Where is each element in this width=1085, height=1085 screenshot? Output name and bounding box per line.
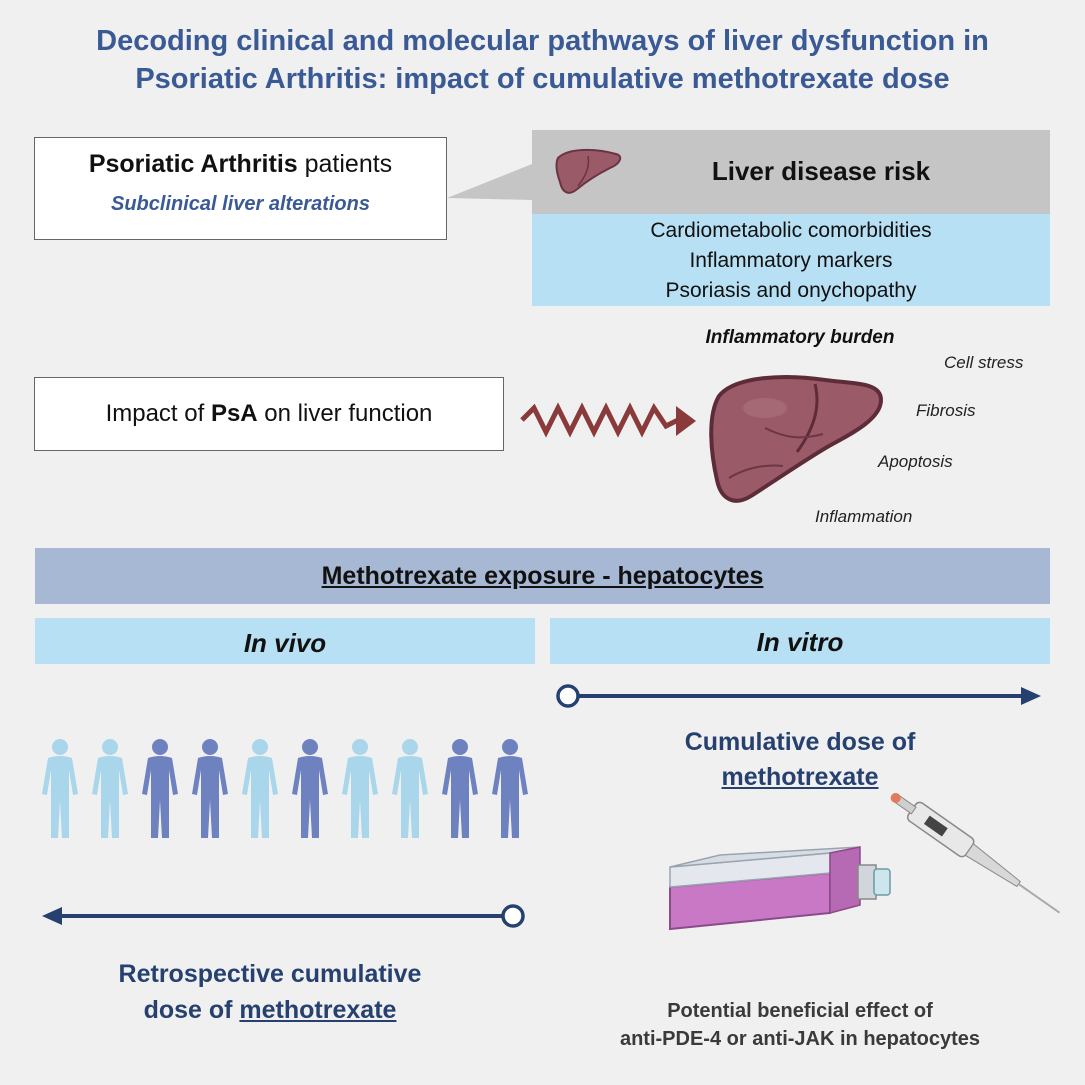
- title-line-2: Psoriatic Arthritis: impact of cumulativ…: [135, 63, 950, 95]
- patients-label-bold: Psoriatic Arthritis: [88, 150, 298, 178]
- patients-label-rest: patients: [297, 150, 393, 178]
- liver-risk-title: Liver disease risk: [711, 156, 931, 186]
- in-vitro-dose-line-1: Cumulative dose of: [684, 728, 916, 756]
- title-line-1: Decoding clinical and molecular pathways…: [96, 25, 989, 57]
- methotrexate-title: Methotrexate exposure - hepatocytes: [321, 562, 764, 590]
- effect-apoptosis: Apoptosis: [878, 452, 953, 471]
- risk-item-psoriasis: Psoriasis and onychopathy: [665, 279, 917, 302]
- figure-title: Decoding clinical and molecular pathways…: [20, 22, 1065, 98]
- in-vivo-dose-line-1: Retrospective cumulative: [118, 960, 422, 988]
- zigzag-arrow-icon: [520, 402, 696, 438]
- person-icon: [492, 739, 528, 838]
- patients-box: [34, 137, 447, 240]
- in-vivo-dose-underlined: methotrexate: [239, 996, 397, 1024]
- patients-subtitle: Subclinical liver alterations: [111, 193, 370, 215]
- impact-label: Impact of PsA on liver function: [34, 400, 504, 428]
- methotrexate-header-bar: [35, 548, 1050, 604]
- in-vitro-bar: [550, 618, 1050, 664]
- in-vitro-note-line-1: Potential beneficial effect of: [667, 1000, 933, 1022]
- in-vitro-note: Potential beneficial effect of anti-PDE-…: [550, 997, 1050, 1053]
- risk-item-inflammatory: Inflammatory markers: [689, 249, 893, 272]
- person-icon: [42, 739, 78, 838]
- in-vitro-dose-arrow: [556, 684, 1041, 708]
- impact-box: [34, 377, 504, 451]
- liver-risk-body: [532, 214, 1050, 306]
- person-icon: [242, 739, 278, 838]
- person-icon: [92, 739, 128, 838]
- in-vitro-note-line-2: anti-PDE-4 or anti-JAK in hepatocytes: [619, 1028, 981, 1050]
- person-icon: [192, 739, 228, 838]
- person-icon: [392, 739, 428, 838]
- risk-item-cardiometabolic: Cardiometabolic comorbidities: [650, 219, 932, 242]
- in-vivo-label: In vivo: [243, 628, 327, 658]
- person-icon: [142, 739, 178, 838]
- in-vivo-bar: [35, 618, 535, 664]
- liver-risk-header: [532, 130, 1050, 214]
- in-vitro-label: In vitro: [756, 627, 844, 657]
- patient-cohort-icons: [42, 739, 528, 838]
- in-vivo-dose-arrow: [42, 904, 525, 928]
- impact-bold: PsA: [210, 400, 258, 427]
- patients-label: Psoriatic Arthritis patients: [34, 150, 447, 179]
- person-icon: [342, 739, 378, 838]
- in-vivo-dose-line-2: dose of methotrexate: [30, 996, 510, 1025]
- inflammatory-burden-label: Inflammatory burden: [705, 327, 895, 348]
- person-icon: [292, 739, 328, 838]
- liver-icon: [709, 375, 884, 503]
- effect-fibrosis: Fibrosis: [916, 401, 976, 420]
- in-vitro-dose-line-2: methotrexate: [721, 763, 879, 791]
- impact-prefix: Impact of: [105, 400, 211, 427]
- small-liver-icon: [555, 148, 622, 194]
- person-icon: [442, 739, 478, 838]
- in-vivo-dose-prefix: dose of: [143, 996, 240, 1024]
- effect-cell-stress: Cell stress: [944, 353, 1024, 372]
- cell-culture-flask-icon: [669, 792, 1061, 931]
- impact-suffix: on liver function: [257, 400, 433, 427]
- effect-inflammation: Inflammation: [815, 507, 913, 526]
